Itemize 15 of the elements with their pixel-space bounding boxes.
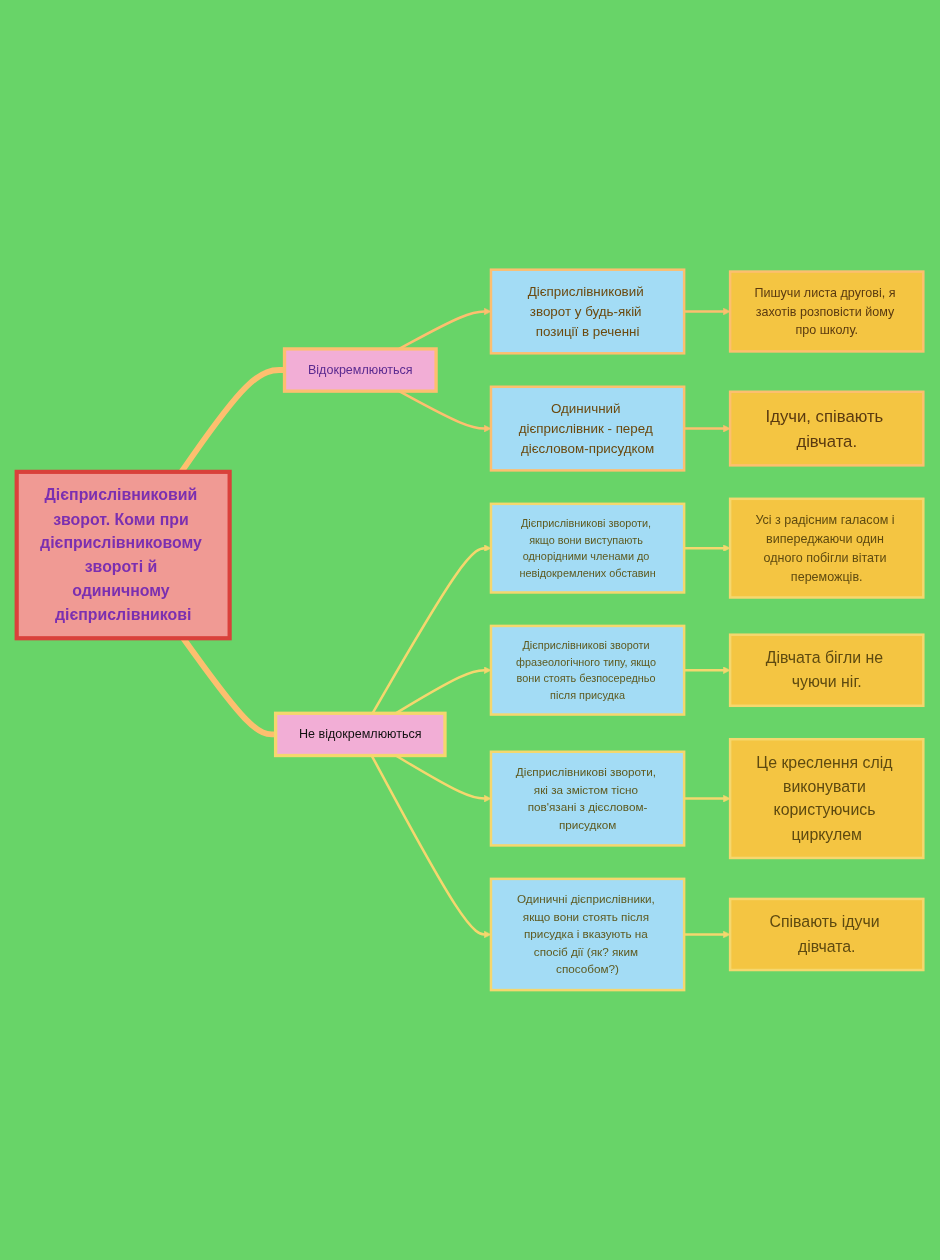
example-box: Ідучи, співають дівчата.: [728, 390, 925, 467]
arrow: [684, 930, 731, 939]
example-box: Усі з радісним галасом і випереджаючи один одного побігли вітати переможців.: [728, 497, 925, 599]
example-box: Дівчата бігли не чуючи ніг.: [728, 633, 925, 708]
example-box: Співають ідучи дівчата.: [728, 897, 925, 972]
arrow: [684, 425, 731, 433]
central-topic-box: Дієприслівниковий зворот. Коми при дієприслівниковому звороті й одиничному дієприслівникові: [14, 469, 232, 641]
arrow: [684, 544, 731, 552]
example-box: Це креслення слід виконувати користуючись циркулем: [728, 738, 925, 860]
arrow: [684, 307, 731, 316]
branch-topic-box: Відокремлюються: [282, 347, 438, 393]
branch-topic-box: Не відокремлюються: [273, 711, 447, 758]
example-box: Пишучи листа другові, я захотів розповісти йому про школу.: [728, 270, 925, 353]
arrow: [684, 795, 731, 803]
arrow: [684, 666, 731, 675]
